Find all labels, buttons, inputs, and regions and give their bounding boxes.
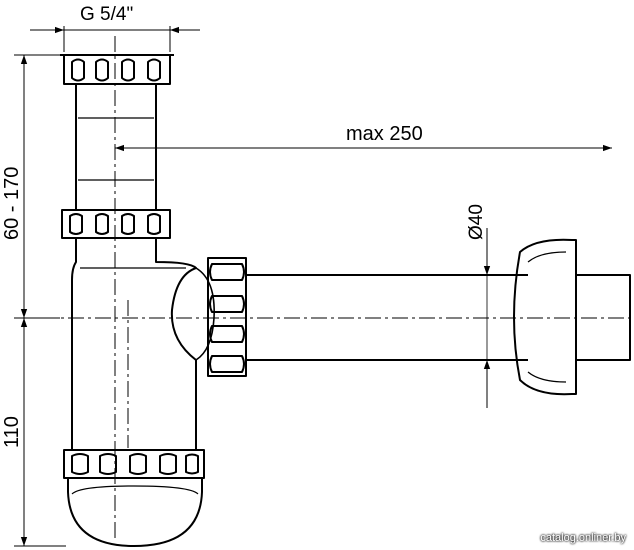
siphon-outline	[60, 54, 631, 547]
outlet-pipe	[246, 274, 528, 361]
bottom-nut	[63, 449, 205, 479]
bottom-cap	[67, 478, 203, 547]
bottle-body	[71, 238, 197, 451]
outlet-nut	[207, 257, 247, 377]
max-reach-label: max 250	[346, 123, 423, 145]
thread-size-label: G 5/4"	[80, 4, 133, 25]
bottom-height-label: 110	[1, 416, 23, 448]
inlet-pipe	[75, 84, 157, 210]
dimension-lines	[14, 26, 612, 547]
center-lines	[14, 36, 632, 540]
middle-nut	[61, 209, 171, 239]
wall-rosette	[513, 238, 577, 396]
top-inlet-nut	[60, 54, 174, 85]
watermark: catalog.onliner.by	[540, 532, 626, 544]
height-range-label: 60 - 170	[1, 167, 23, 240]
pipe-diameter-label: Ø40	[466, 204, 487, 240]
